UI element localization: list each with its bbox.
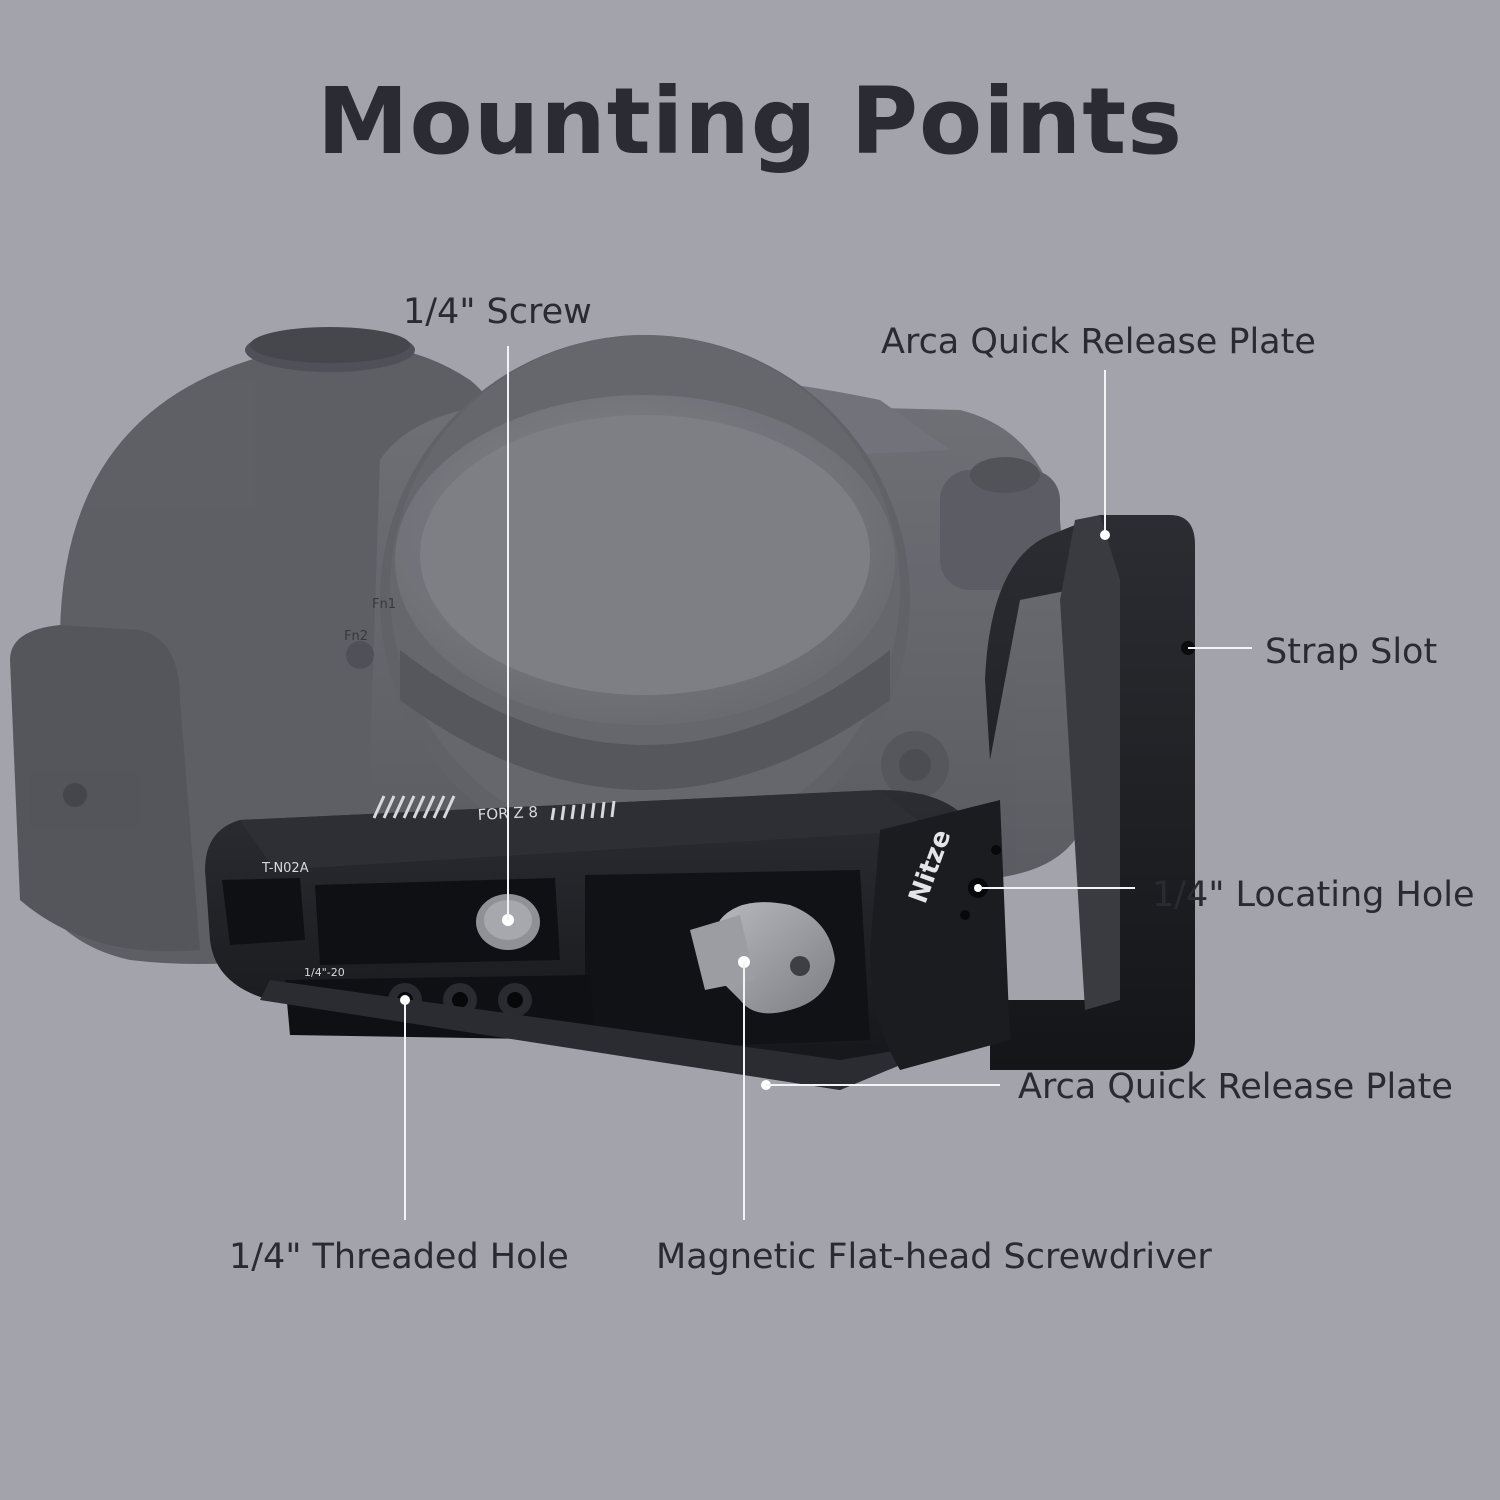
- callout-arca-plate-top: Arca Quick Release Plate: [881, 322, 1316, 362]
- leader-lines: [404, 346, 1252, 1220]
- engraving-stripes-right: [550, 800, 616, 821]
- threaded-holes: [388, 983, 532, 1017]
- thread-mark-engraving: 1/4"-20: [304, 966, 345, 979]
- callout-screwdriver: Magnetic Flat-head Screwdriver: [656, 1237, 1212, 1277]
- magnetic-screwdriver: [690, 902, 835, 1014]
- fn1-button-label: Fn1: [372, 597, 396, 612]
- bracket-side-block: Nitze: [870, 800, 1010, 1070]
- callout-strap-slot: Strap Slot: [1265, 632, 1438, 672]
- leader-dots: [400, 530, 1110, 1005]
- part-number-engraving: T-N02A: [261, 861, 309, 876]
- page-title: Mounting Points: [316, 68, 1184, 175]
- fn2-button-label: Fn2: [344, 629, 368, 644]
- callout-quarter-inch-screw: 1/4" Screw: [403, 292, 592, 332]
- callout-threaded-hole: 1/4" Threaded Hole: [229, 1237, 569, 1277]
- callout-locating-hole: 1/4" Locating Hole: [1152, 875, 1475, 915]
- camera-body: Fn2 Fn1: [10, 327, 1090, 964]
- engraving-stripes-left: [372, 795, 456, 819]
- callout-arca-plate-bottom: Arca Quick Release Plate: [1018, 1067, 1453, 1107]
